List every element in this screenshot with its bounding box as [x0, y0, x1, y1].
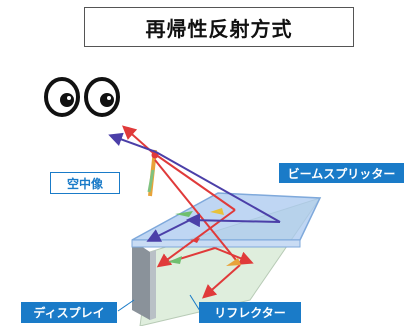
page-title: 再帰性反射方式 — [84, 7, 354, 47]
reflector-leader — [189, 294, 201, 312]
display-leader — [117, 299, 135, 312]
display-panel — [132, 240, 156, 320]
image-fragments — [168, 208, 241, 266]
beam-splitter-label: ビームスプリッター — [279, 163, 404, 183]
light-rays — [108, 125, 281, 299]
aerial-image-label: 空中像 — [50, 172, 120, 194]
eyes-icon — [44, 77, 120, 117]
reflector-label: リフレクター — [199, 302, 301, 323]
display-label: ディスプレイ — [21, 302, 117, 323]
aerial-image-figure — [147, 149, 159, 197]
